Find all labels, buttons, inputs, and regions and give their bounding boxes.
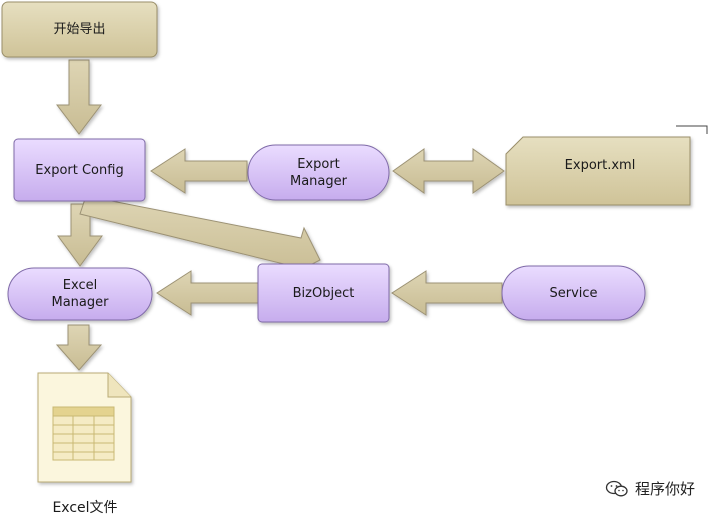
watermark-text: 程序你好 (634, 480, 695, 498)
watermark: 程序你好 (605, 478, 695, 499)
node-service (501, 265, 646, 321)
arrow-start-to-config (55, 59, 103, 135)
spreadsheet-grid-icon (52, 406, 115, 461)
arrow-bizobject-to-excelmgr (156, 270, 259, 316)
corner-mark (676, 125, 708, 134)
wechat-icon (605, 480, 628, 496)
node-export-manager (247, 144, 390, 201)
arrow-manager-xml-double (392, 148, 505, 194)
arrow-service-to-bizobject (391, 270, 503, 316)
node-export-config (13, 138, 146, 202)
arrow-excelmgr-to-file (55, 324, 103, 371)
arrow-manager-to-config (150, 148, 248, 194)
node-start (1, 1, 158, 58)
node-excel-manager (7, 267, 153, 321)
node-export-xml (505, 136, 691, 206)
node-bizobject (257, 263, 390, 323)
